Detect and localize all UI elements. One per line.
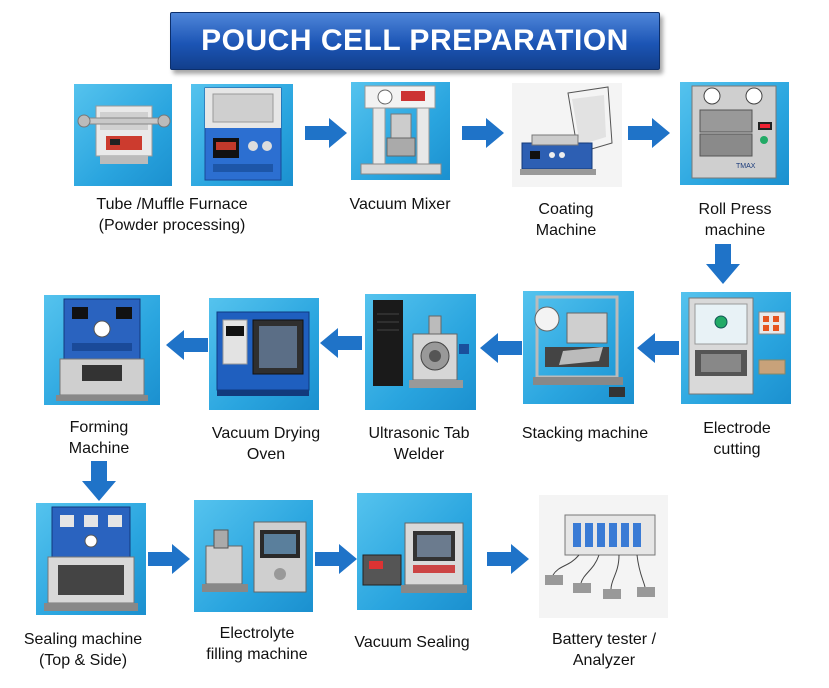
label-mixer: Vacuum Mixer — [349, 196, 451, 213]
arrow-left-icon — [320, 328, 362, 358]
label-stacking: Stacking machine — [521, 425, 649, 442]
vacuum-mixer-image — [351, 82, 450, 180]
arrow-left-icon — [166, 330, 208, 360]
arrow-right-icon — [628, 118, 670, 148]
label-tester: Battery tester /Analyzer — [551, 631, 657, 669]
roll-press-brand: TMAX — [736, 163, 756, 170]
arrow-right-icon — [487, 544, 529, 574]
roll-press-image: TMAX — [680, 82, 789, 185]
stacking-machine-image — [523, 291, 634, 404]
sealing-machine-image — [36, 503, 146, 615]
forming-machine-image — [44, 295, 160, 405]
arrow-right-icon — [305, 118, 347, 148]
arrow-left-icon — [637, 333, 679, 363]
arrow-down-icon — [82, 461, 116, 501]
arrow-right-icon — [148, 544, 190, 574]
vacuum-sealing-image — [357, 493, 472, 610]
vacuum-drying-oven-image — [209, 298, 319, 410]
page-title: POUCH CELL PREPARATION — [170, 12, 660, 70]
coating-machine-image — [512, 83, 622, 187]
electrolyte-filling-image — [194, 500, 313, 612]
electrode-cutting-image — [681, 292, 791, 404]
ultrasonic-welder-image — [365, 294, 476, 410]
label-vacsealing: Vacuum Sealing — [354, 634, 470, 651]
label-furnace: Tube /Muffle Furnace(Powder processing) — [96, 196, 248, 234]
battery-tester-image — [539, 495, 668, 618]
arrow-right-icon — [462, 118, 504, 148]
arrow-right-icon — [315, 544, 357, 574]
tube-furnace-image — [74, 84, 172, 186]
label-sealing: Sealing machine(Top & Side) — [23, 631, 143, 669]
muffle-furnace-image — [191, 84, 293, 186]
arrow-down-icon — [706, 244, 740, 284]
arrow-left-icon — [480, 333, 522, 363]
